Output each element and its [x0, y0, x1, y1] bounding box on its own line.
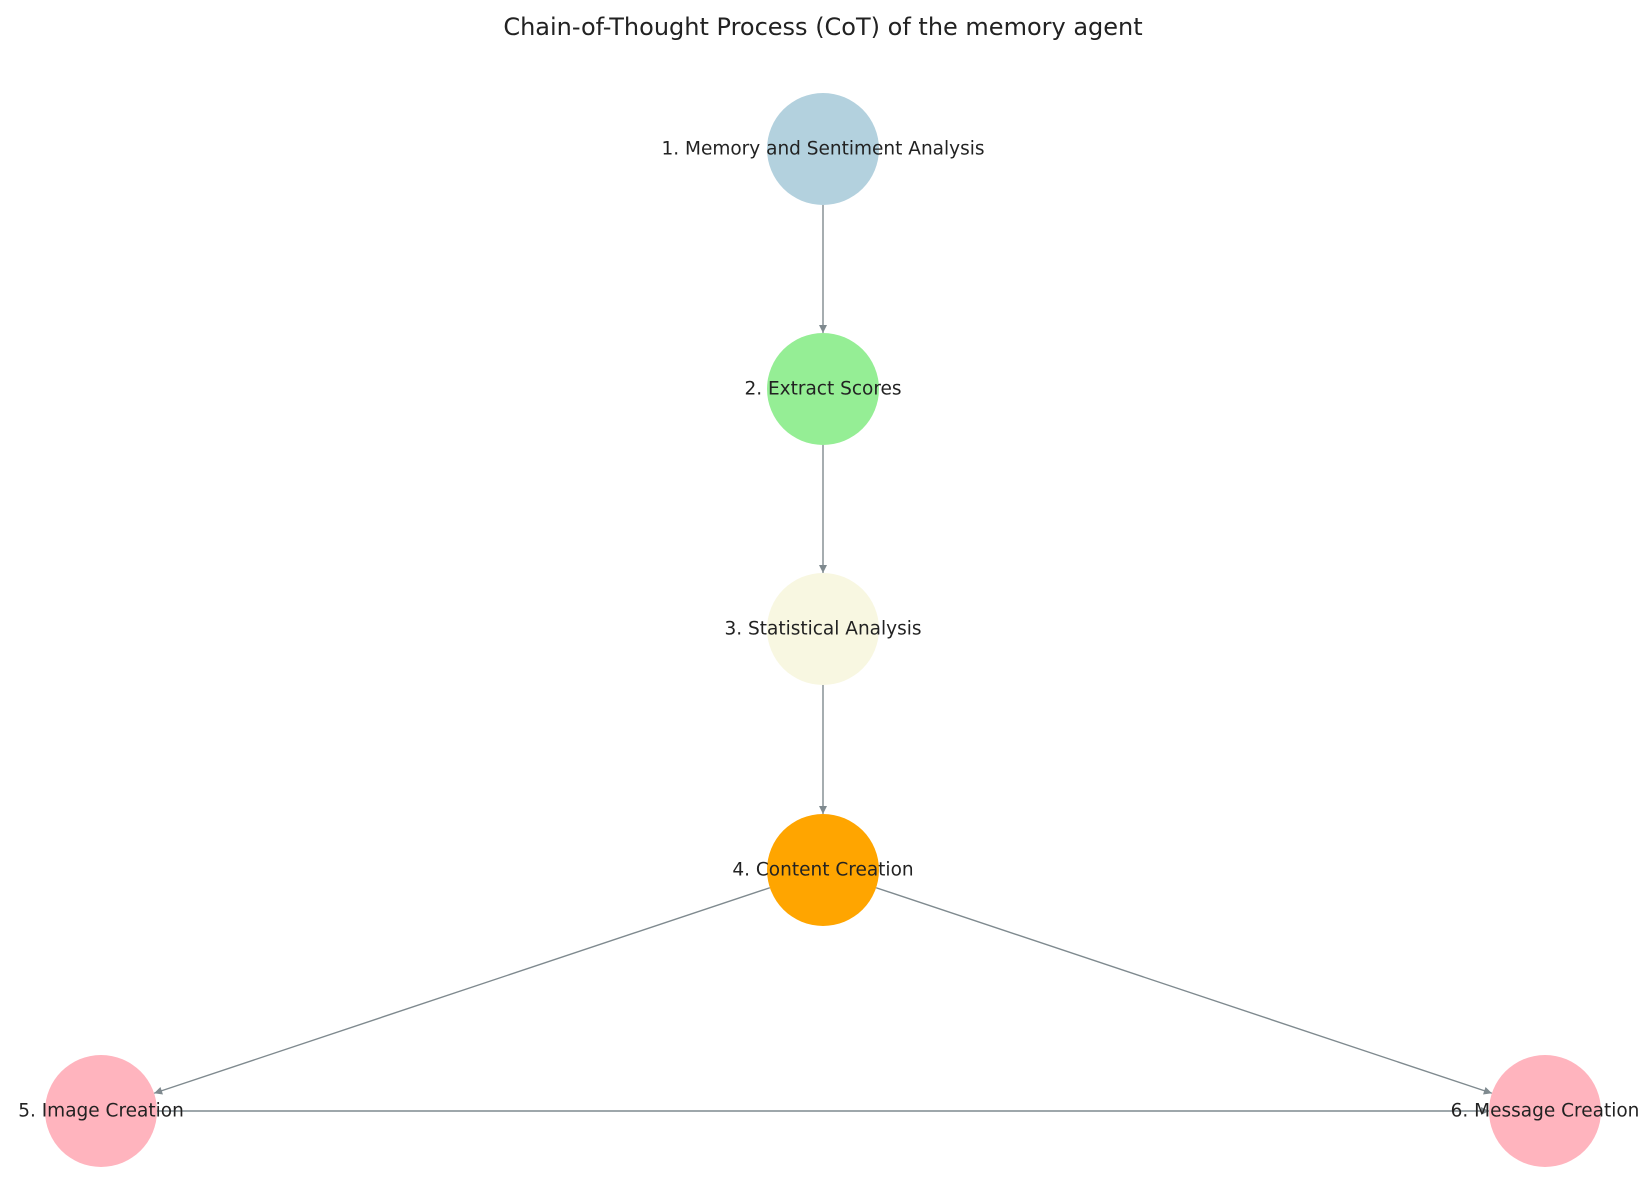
node-n2: 2. Extract Scores: [744, 333, 902, 445]
node-label-n1: 1. Memory and Sentiment Analysis: [661, 139, 984, 160]
node-circle-n1: [767, 93, 879, 205]
nodes-layer: 1. Memory and Sentiment Analysis 2. Extra…: [18, 93, 1639, 1167]
node-label-n5: 5. Image Creation: [18, 1101, 184, 1122]
node-n4: 4. Content Creation: [732, 814, 914, 926]
diagram-title: Chain-of-Thought Process (CoT) of the me…: [503, 13, 1142, 41]
node-circle-n3: [767, 573, 879, 685]
node-circle-n5: [45, 1055, 157, 1167]
node-n1: 1. Memory and Sentiment Analysis: [661, 93, 985, 205]
node-circle-n2: [767, 333, 879, 445]
edge-arrow-n4-n5: [153, 887, 771, 1095]
node-circle-n4: [767, 814, 879, 926]
edges-layer: [153, 205, 1493, 1115]
node-label-n3: 3. Statistical Analysis: [724, 619, 921, 640]
node-circle-n6: [1489, 1055, 1601, 1167]
node-label-n4: 4. Content Creation: [732, 860, 913, 881]
edge-arrow-n4-n6: [875, 887, 1493, 1095]
node-n3: 3. Statistical Analysis: [724, 573, 922, 685]
node-n5: 5. Image Creation: [18, 1055, 184, 1167]
node-label-n2: 2. Extract Scores: [744, 379, 901, 400]
node-n6: 6. Message Creation: [1451, 1055, 1640, 1167]
node-label-n6: 6. Message Creation: [1451, 1101, 1640, 1122]
